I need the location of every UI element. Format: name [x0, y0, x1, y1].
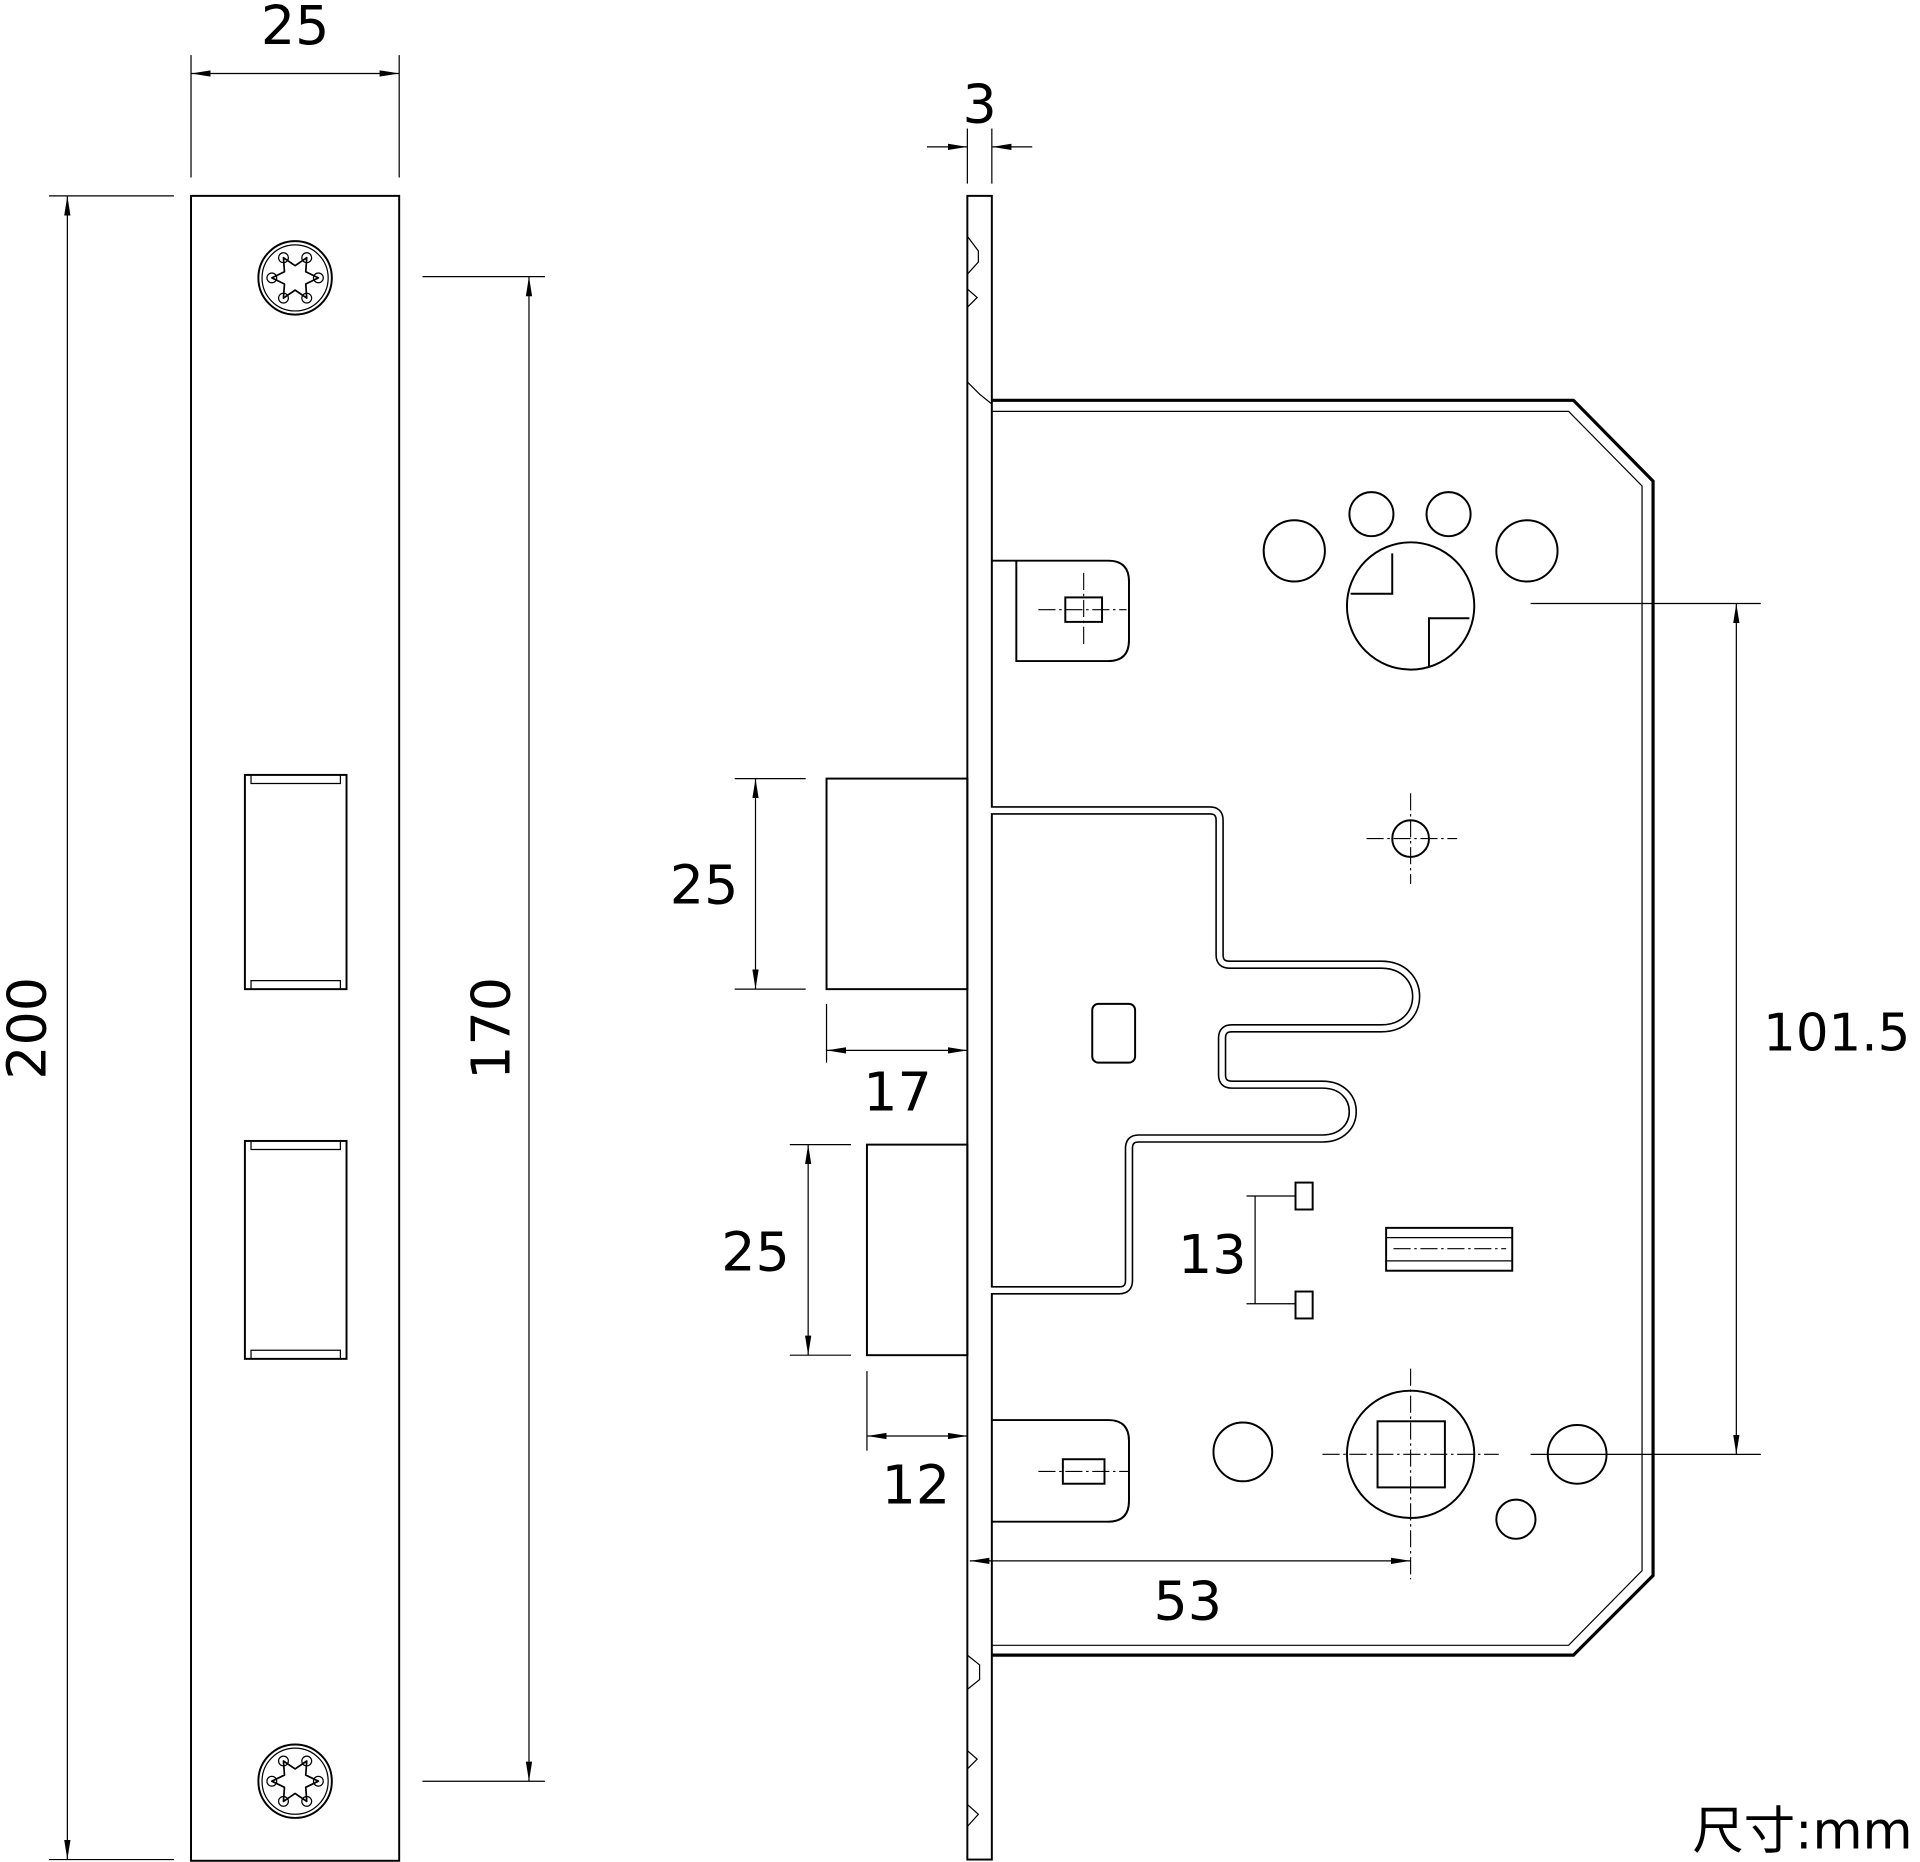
- cylinder-hole: [1345, 541, 1476, 671]
- bracket-line: [1246, 1195, 1296, 1305]
- upper-mounting-tab: [991, 559, 1130, 663]
- lower-tab-outline: [991, 1419, 1130, 1523]
- screw-spacing-dimension: 170: [422, 276, 545, 1782]
- latch-throw-dimension: 17: [825, 1003, 968, 1123]
- faceplate-edge: [966, 194, 993, 1861]
- center-distance-label: 101.5: [1763, 1003, 1910, 1063]
- backset-label: 53: [1153, 1570, 1222, 1633]
- slide-plate-inner: [989, 807, 1419, 1293]
- screw-spacing-label: 170: [459, 977, 522, 1080]
- deadbolt-opening-edge: [250, 1140, 342, 1359]
- latch-height-label: 25: [670, 853, 739, 916]
- deadbolt: [865, 1143, 969, 1357]
- slide-plate-window: [1091, 1002, 1137, 1064]
- deadbolt-opening: [243, 1139, 348, 1360]
- deadbolt-opening-outline: [243, 1139, 348, 1360]
- cylinder-hole-group: [1262, 491, 1559, 671]
- slot-spacing-dimension: 13: [1178, 1181, 1314, 1320]
- fixing-hole: [1262, 519, 1326, 583]
- lower-pin: [1294, 1290, 1314, 1320]
- pivot-point: [1366, 793, 1458, 884]
- latch-bolt: [825, 777, 969, 991]
- faceplate-length-dimension: 200: [0, 195, 174, 1861]
- faceplate-outline: [190, 194, 401, 1862]
- faceplate-thickness-label: 3: [962, 72, 996, 135]
- slide-plate: [989, 806, 1421, 1295]
- fixing-hole: [1495, 1498, 1537, 1540]
- faceplate-edge-notches: [966, 235, 993, 1827]
- deadbolt-height-label: 25: [721, 1221, 790, 1284]
- cylinder-cam-notch: [1350, 553, 1470, 668]
- lock-body-side-view: 13 3: [670, 72, 1910, 1861]
- latch-opening-edge: [250, 774, 342, 990]
- deadbolt-throw-label: 12: [882, 1453, 951, 1516]
- slot-spacing-label: 13: [1178, 1223, 1247, 1286]
- lock-case-inner-edge: [991, 410, 1643, 1646]
- slot-outline: [1385, 1226, 1514, 1272]
- latch-opening: [243, 773, 348, 991]
- backset-dimension: 53: [969, 1557, 1411, 1633]
- bottom-screw-icon: [257, 1743, 333, 1819]
- slide-plate-outline: [991, 806, 1421, 1295]
- horizontal-slot: [1385, 1226, 1514, 1272]
- upper-pin: [1294, 1181, 1314, 1211]
- top-screw-icon: [257, 240, 333, 316]
- latch-throw-label: 17: [863, 1060, 932, 1123]
- faceplate-width-label: 25: [261, 0, 330, 57]
- lower-mounting-tab: [991, 1419, 1130, 1523]
- deadbolt-throw-dimension: 12: [866, 1371, 968, 1516]
- units-label: 尺寸:mm: [1692, 1802, 1912, 1862]
- follower-group: [1212, 1368, 1608, 1580]
- fixing-hole: [1348, 491, 1395, 538]
- front-faceplate-view: 25 200 170: [0, 0, 545, 1862]
- latch-opening-outline: [243, 773, 348, 991]
- faceplate-length-label: 200: [0, 977, 58, 1080]
- deadbolt-height-dimension: 25: [721, 1144, 852, 1356]
- fixing-hole: [1212, 1421, 1274, 1483]
- latch-height-dimension: 25: [670, 777, 806, 990]
- faceplate-width-dimension: 25: [190, 0, 400, 178]
- lock-case-outline: [991, 398, 1655, 1657]
- fixing-hole: [1425, 491, 1472, 538]
- faceplate-thickness-dimension: 3: [926, 72, 1033, 184]
- fixing-hole: [1495, 519, 1559, 583]
- upper-tab-outline: [991, 559, 1130, 663]
- center-distance-dimension: 101.5: [1530, 602, 1910, 1455]
